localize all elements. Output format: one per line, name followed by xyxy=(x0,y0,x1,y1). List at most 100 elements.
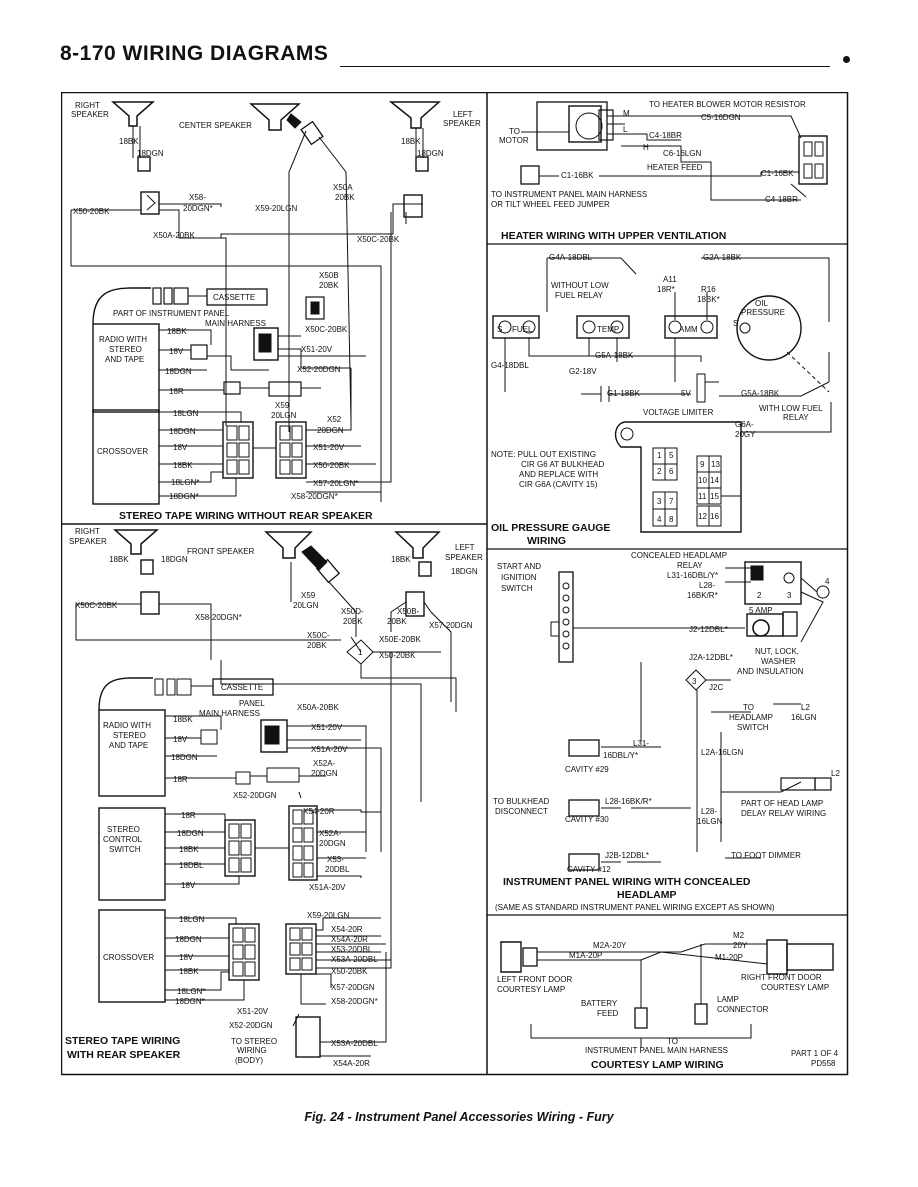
label: L28- xyxy=(701,807,717,816)
label: COURTESY LAMP xyxy=(761,983,829,992)
label: NUT, LOCK, xyxy=(755,647,799,656)
label: 18BK xyxy=(109,555,129,564)
label: X53-20DBL xyxy=(331,945,373,954)
label: INSTRUMENT PANEL MAIN HARNESS xyxy=(585,1046,728,1055)
label: S xyxy=(733,319,738,328)
label: 16LGN xyxy=(697,817,723,826)
label: CAVITY #12 xyxy=(567,865,611,874)
label: 18DGN xyxy=(169,427,196,436)
section-title: HEATER WIRING WITH UPPER VENTILATION xyxy=(501,230,726,242)
label: RIGHT xyxy=(75,101,100,110)
label: X58-20DGN* xyxy=(331,997,378,1006)
page-title: 8-170 WIRING DIAGRAMS xyxy=(60,42,329,65)
label: 18V xyxy=(169,347,184,356)
label: X59 xyxy=(275,401,290,410)
label: R16 xyxy=(701,285,716,294)
label: TO xyxy=(509,127,520,136)
center-speaker-icon xyxy=(249,103,301,131)
section-title: WITH REAR SPEAKER xyxy=(67,1049,181,1061)
label: X53- xyxy=(327,855,344,864)
label: C6-16LGN xyxy=(663,149,701,158)
label: PANEL xyxy=(239,699,265,708)
label: X50B xyxy=(319,271,339,280)
label: 16LGN xyxy=(791,713,817,722)
label: 18BK xyxy=(167,327,187,336)
label: L28-16BK/R* xyxy=(605,797,652,806)
label: TO xyxy=(743,703,754,712)
label: X51-20V xyxy=(313,443,345,452)
label: L2A-16LGN xyxy=(701,748,743,757)
label: WITHOUT LOW xyxy=(551,281,609,290)
cavity: 13 xyxy=(711,460,720,469)
label: 20BK xyxy=(387,617,407,626)
label: LEFT FRONT DOOR xyxy=(497,975,572,984)
cavity: 7 xyxy=(669,497,674,506)
label: M2A-20Y xyxy=(593,941,627,950)
label: 20Y xyxy=(733,941,748,950)
label: (SAME AS STANDARD INSTRUMENT PANEL WIRIN… xyxy=(495,903,775,912)
label: 20DBL xyxy=(325,865,350,874)
label: 18BK xyxy=(179,845,199,854)
label: CASSETTE xyxy=(213,293,255,302)
label: 20DGN xyxy=(311,769,338,778)
stereo-no-rear-section xyxy=(70,101,441,505)
label: C1-16BK xyxy=(561,171,594,180)
label: G1-18BK xyxy=(607,389,641,398)
header-bullet xyxy=(843,56,850,63)
label: RIGHT FRONT DOOR xyxy=(741,973,822,982)
label: PART 1 OF 4 xyxy=(791,1049,839,1058)
label: 18DGN xyxy=(417,149,444,158)
label: X52A- xyxy=(319,829,342,838)
label: MAIN HARNESS xyxy=(199,709,260,718)
label: 18LGN xyxy=(179,915,205,924)
label: 18DGN xyxy=(137,149,164,158)
label: 18BK xyxy=(173,715,193,724)
label: CAVITY #30 xyxy=(565,815,609,824)
label: X59-20LGN xyxy=(255,204,297,213)
label: 18BK xyxy=(391,555,411,564)
header-rule xyxy=(340,66,830,67)
label: 16BK/R* xyxy=(687,591,718,600)
label: X50-20BK xyxy=(73,207,110,216)
label: C4-18BR xyxy=(765,195,798,204)
label: 18V xyxy=(181,881,196,890)
label: 20BK xyxy=(319,281,339,290)
label: G4A-18DBL xyxy=(549,253,593,262)
label: TO INSTRUMENT PANEL MAIN HARNESS xyxy=(491,190,647,199)
label: X59 xyxy=(301,591,316,600)
label: 3 xyxy=(787,591,792,600)
label: 20LGN xyxy=(271,411,297,420)
label: FEED xyxy=(597,1009,619,1018)
oil-section xyxy=(492,257,832,533)
label: 20LGN xyxy=(293,601,319,610)
label: X52-20DGN xyxy=(229,1021,273,1030)
label: (BODY) xyxy=(235,1056,263,1065)
label: TO FOOT DIMMER xyxy=(731,851,801,860)
label: S xyxy=(497,325,502,334)
label: 18BK xyxy=(119,137,139,146)
label: STEREO xyxy=(109,345,142,354)
label: VOLTAGE LIMITER xyxy=(643,408,714,417)
label: 20DGN xyxy=(317,426,344,435)
label: TO STEREO xyxy=(231,1037,277,1046)
label: X50B- xyxy=(397,607,420,616)
label: RADIO WITH xyxy=(103,721,151,730)
label: LEFT xyxy=(455,543,475,552)
label: 16DBL/Y* xyxy=(603,751,638,760)
label: TEMP xyxy=(597,325,619,334)
label: X50A xyxy=(333,183,353,192)
label: X54-20R xyxy=(303,807,335,816)
label: 18R* xyxy=(657,285,675,294)
label: G5A-18BK xyxy=(595,351,634,360)
label: X52-20DGN xyxy=(297,365,341,374)
label: 3 xyxy=(692,677,697,686)
figure-caption: Fig. 24 - Instrument Panel Accessories W… xyxy=(304,1110,614,1124)
courtesy-section xyxy=(500,939,834,1048)
label: 20GY xyxy=(735,430,756,439)
label: J2C xyxy=(709,683,723,692)
label: X54A-20R xyxy=(333,1059,370,1068)
label: CONNECTOR xyxy=(717,1005,769,1014)
label: G2-18V xyxy=(569,367,597,376)
label: A11 xyxy=(663,275,677,284)
label: 18DGN xyxy=(165,367,192,376)
